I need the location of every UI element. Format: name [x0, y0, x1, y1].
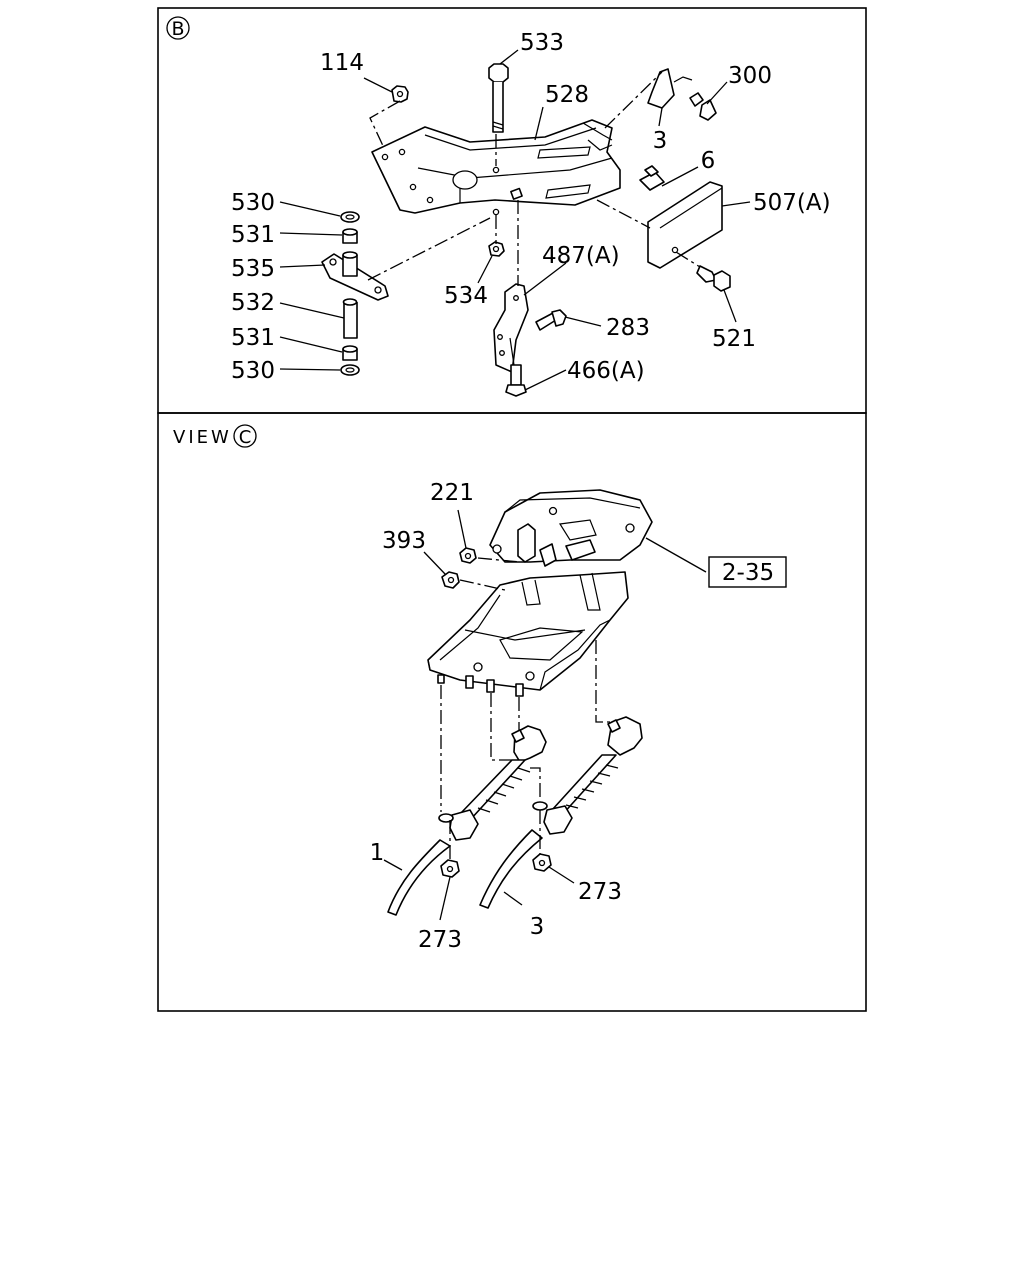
label-114: 114 — [320, 50, 364, 76]
panel-c-marker: C — [239, 427, 252, 448]
nut-114 — [391, 85, 409, 103]
bolt-533 — [488, 63, 509, 133]
label-6: 6 — [701, 148, 716, 174]
label-530-bottom: 530 — [231, 358, 275, 384]
panel-c-marker-circle — [233, 424, 257, 448]
label-3-bottom: 3 — [530, 914, 545, 940]
stack-left — [321, 211, 389, 376]
label-533: 533 — [520, 30, 564, 56]
panel-c-frame — [157, 412, 867, 1012]
panel-c: VIEW C — [157, 412, 867, 1012]
reference-box — [708, 556, 787, 588]
label-528: 528 — [545, 82, 589, 108]
label-3-top: 3 — [653, 128, 668, 154]
assembly-lines-c — [440, 557, 612, 860]
lower-plate — [427, 571, 629, 691]
nut-393 — [441, 571, 460, 589]
bolt-466a — [505, 364, 527, 397]
label-393: 393 — [382, 528, 426, 554]
nut-534 — [488, 241, 505, 257]
clip-6 — [639, 165, 665, 191]
upper-plate — [489, 489, 653, 590]
label-532: 532 — [231, 290, 275, 316]
label-466a: 466(A) — [567, 358, 645, 384]
label-283: 283 — [606, 315, 650, 341]
label-507a: 507(A) — [753, 190, 831, 216]
panel-b-marker: B — [171, 18, 184, 40]
reference-label: 2-35 — [722, 560, 774, 586]
label-300: 300 — [728, 63, 772, 89]
bracket-487a — [493, 283, 529, 373]
panel-b: B — [157, 7, 867, 414]
label-531-top: 531 — [231, 222, 275, 248]
assembly-lines-b — [367, 71, 701, 286]
label-487a: 487(A) — [542, 243, 620, 269]
nut-273-left — [440, 859, 460, 878]
panel-b-marker-circle — [166, 16, 190, 40]
nut-273-right — [532, 853, 552, 872]
leaders-c — [383, 509, 707, 921]
label-534: 534 — [444, 283, 488, 309]
bolt-283 — [535, 309, 567, 331]
cable-1 — [387, 725, 547, 916]
leaders-b — [279, 49, 751, 391]
cable-bolts — [511, 719, 621, 743]
label-1: 1 — [370, 840, 385, 866]
nut-221 — [459, 547, 477, 564]
label-535: 535 — [231, 256, 275, 282]
label-273-right: 273 — [578, 879, 622, 905]
plate-507a — [647, 181, 723, 269]
label-521: 521 — [712, 326, 756, 352]
label-273-left: 273 — [418, 927, 462, 953]
bolt-521 — [696, 265, 731, 292]
label-530-top: 530 — [231, 190, 275, 216]
label-531-bottom: 531 — [231, 325, 275, 351]
bolt-300 — [689, 92, 717, 121]
main-bracket — [371, 119, 621, 216]
label-221: 221 — [430, 480, 474, 506]
clip-3-top — [647, 68, 693, 109]
studs — [437, 674, 524, 697]
panel-c-title: VIEW — [173, 427, 232, 448]
